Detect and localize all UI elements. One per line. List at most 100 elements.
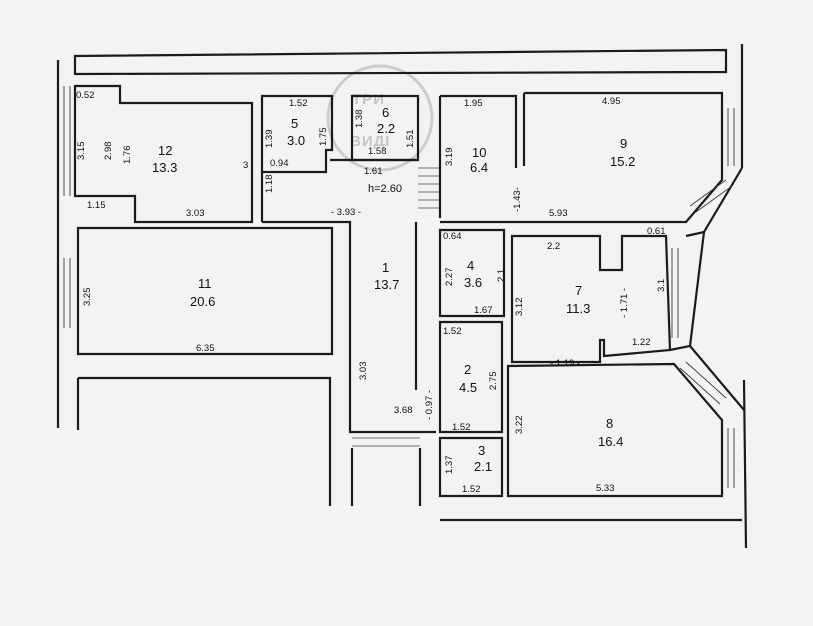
dim-label: 3.15 <box>76 142 87 161</box>
dim-label: 3.03 <box>186 208 205 219</box>
dim-label: 0.64 <box>443 231 462 242</box>
room-8: 8 16.4 <box>506 345 745 498</box>
dim-label: 2.1 <box>496 269 507 282</box>
room-4: 4 3.6 <box>438 228 506 318</box>
room-8-area: 16.4 <box>598 434 623 449</box>
room-12-number: 12 <box>158 143 172 158</box>
room-10-area: 6.4 <box>470 160 488 175</box>
dim-label: 6.35 <box>196 343 215 354</box>
room-5-area: 3.0 <box>287 133 305 148</box>
dim-label: 1.38 <box>354 110 365 129</box>
dim-label: 1.52 <box>462 484 481 495</box>
dim-label: 1.39 <box>264 130 275 149</box>
room-10-walls <box>440 94 518 168</box>
room-9-area: 15.2 <box>610 154 635 169</box>
stairs <box>352 167 440 447</box>
dim-label: - 3.93 - <box>331 207 361 218</box>
room-9-number: 9 <box>620 136 627 151</box>
dim-label: - 1.71 - <box>619 288 630 318</box>
dim-label: 3.12 <box>514 298 525 317</box>
room-5-number: 5 <box>291 116 298 131</box>
dim-label: 1.67 <box>474 305 493 316</box>
bay-wall-top <box>703 167 743 233</box>
room-7-number: 7 <box>575 283 582 298</box>
watermark-ring <box>326 64 434 172</box>
watermark-top-text: ТРИ <box>352 91 385 108</box>
room-1-left-walls <box>262 220 436 434</box>
dim-label: 1.58 <box>368 146 387 157</box>
room-7: 7 11.3 <box>510 230 706 364</box>
room-8-walls <box>506 362 724 498</box>
room-3: 3 2.1 <box>438 436 504 498</box>
room-10: 10 6.4 <box>438 94 518 218</box>
room-12-area: 13.3 <box>152 160 177 175</box>
room-3-number: 3 <box>478 443 485 458</box>
dim-label: 1.61 <box>364 166 383 177</box>
room-6-area: 2.2 <box>377 121 395 136</box>
room-11-area: 20.6 <box>190 294 215 309</box>
dim-label: 2.98 <box>103 142 114 161</box>
bay-wall-bottom <box>689 345 745 411</box>
room-10-number: 10 <box>472 145 486 160</box>
dim-label: 1.15 <box>87 200 106 211</box>
dim-label: 1.75 <box>318 128 329 147</box>
dim-label: 5.93 <box>549 208 568 219</box>
room-9: 9 15.2 <box>440 91 743 233</box>
dim-label: 2.2 <box>547 241 560 252</box>
building-walls <box>56 44 748 549</box>
dim-label: 1.51 <box>405 130 416 149</box>
room-6-number: 6 <box>382 105 389 120</box>
dim-label: 4.95 <box>602 96 621 107</box>
room-9-walls <box>440 91 724 224</box>
room-2-area: 4.5 <box>459 380 477 395</box>
room-2: 2 4.5 <box>438 320 504 434</box>
dim-label: 0.94 <box>270 158 289 169</box>
dim-label: 3.22 <box>514 416 525 435</box>
dim-label: 3 <box>243 160 248 171</box>
dim-label: 0.61 <box>647 226 666 237</box>
dim-label: 3.68 <box>394 405 413 416</box>
room-4-number: 4 <box>467 258 474 273</box>
room-8-window <box>679 367 721 405</box>
room-12-walls <box>73 84 254 224</box>
dim-label: 1.95 <box>464 98 483 109</box>
ceiling-height-label: h=2.60 <box>368 183 402 195</box>
room-2-walls <box>438 320 504 434</box>
dim-label: 1.37 <box>444 456 455 475</box>
room-3-area: 2.1 <box>474 459 492 474</box>
watermark-bottom-text: ВИДІ <box>350 133 390 150</box>
dim-label: - 0.97 - <box>424 390 435 420</box>
lower-left-neighbour-wall <box>78 376 332 506</box>
dim-label: 1.52 <box>452 422 471 433</box>
dim-label: 1.22 <box>632 337 651 348</box>
room-4-walls <box>438 228 506 318</box>
dim-label: 1.18 <box>264 175 275 194</box>
top-exterior-wall <box>73 48 728 76</box>
room-11-number: 11 <box>198 276 212 291</box>
dim-label: 3.1 <box>656 279 667 292</box>
dim-label: 3.19 <box>444 148 455 167</box>
dim-label: 3.03 <box>358 362 369 381</box>
dim-label: 2.75 <box>488 372 499 391</box>
room-3-walls <box>438 436 504 498</box>
dim-label: 0.52 <box>76 90 95 101</box>
room-11: 11 20.6 <box>63 226 334 356</box>
dim-label: 2.27 <box>444 268 455 287</box>
right-lower-exterior-wall <box>742 379 748 549</box>
room-2-number: 2 <box>464 362 471 377</box>
room-8-number: 8 <box>606 416 613 431</box>
room-4-area: 3.6 <box>464 275 482 290</box>
dim-label: 1.52 <box>289 98 308 109</box>
dim-label: 1.76 <box>122 146 133 165</box>
room-7-area: 11.3 <box>566 301 590 316</box>
dim-label: -1.43- <box>512 187 523 212</box>
room-12: 12 13.3 <box>63 84 254 224</box>
room-1-area: 13.7 <box>374 277 399 292</box>
room-1-number: 1 <box>382 260 389 275</box>
room-11-walls <box>76 226 334 356</box>
dimension-labels: 0.52 3.15 2.98 1.76 1.15 3.03 3 1.18 0.9… <box>76 90 667 495</box>
dim-label: 3.25 <box>82 288 93 307</box>
dim-label: - 1.19 - <box>550 358 580 369</box>
room-1: 1 13.7 h=2.60 <box>260 158 436 434</box>
